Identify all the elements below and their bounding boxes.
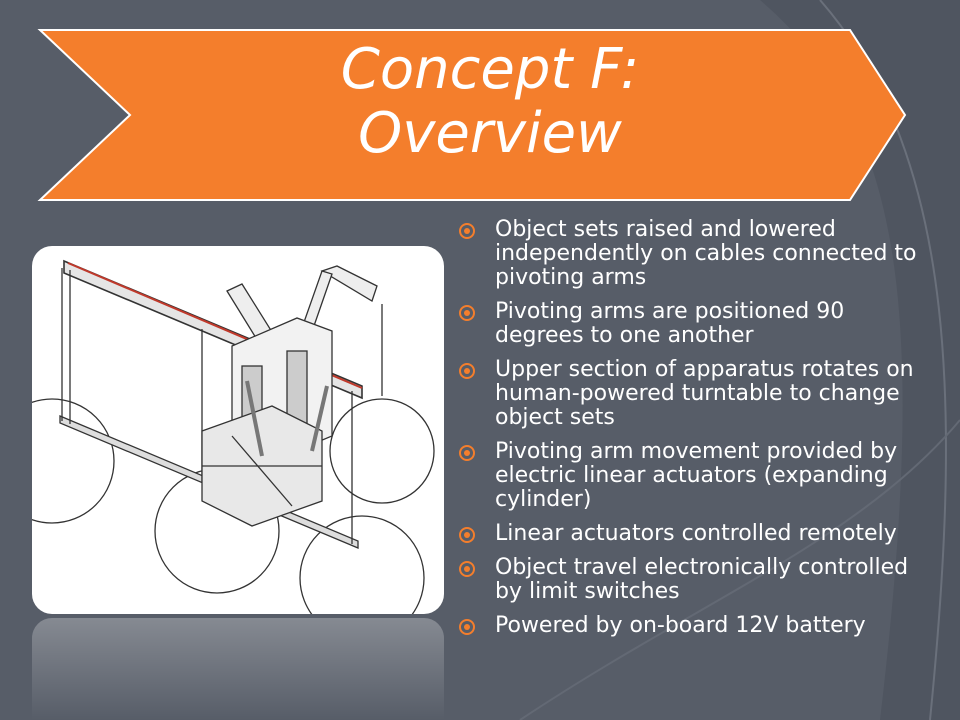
slide-title-line-2: Overview	[358, 101, 622, 166]
bullet-text: Pivoting arm movement provided by electr…	[495, 439, 898, 512]
bullet-item: Pivoting arms are positioned 90 degrees …	[455, 300, 935, 348]
bullet-item: Upper section of apparatus rotates on hu…	[455, 358, 935, 430]
bullet-item: Object sets raised and lowered independe…	[455, 218, 935, 290]
title-banner	[37, 29, 907, 201]
bullet-circle-icon	[459, 223, 475, 239]
bullet-list: Object sets raised and lowered independe…	[455, 218, 935, 648]
bullet-text: Object travel electronically controlled …	[495, 555, 909, 604]
bullet-item: Linear actuators controlled remotely	[455, 522, 935, 546]
bullet-circle-icon	[459, 561, 475, 577]
bullet-circle-icon	[459, 305, 475, 321]
bullet-text: Powered by on-board 12V battery	[495, 613, 866, 638]
bullet-text: Upper section of apparatus rotates on hu…	[495, 357, 914, 430]
bullet-item: Object travel electronically controlled …	[455, 556, 935, 604]
object-sphere-4	[329, 398, 435, 504]
bullet-circle-icon	[459, 619, 475, 635]
object-sphere-1	[32, 398, 115, 524]
bullet-item: Pivoting arm movement provided by electr…	[455, 440, 935, 512]
bullet-text: Pivoting arms are positioned 90 degrees …	[495, 299, 845, 348]
apparatus-figure	[32, 246, 444, 614]
bullet-text: Object sets raised and lowered independe…	[495, 217, 917, 290]
cad-apparatus-icon	[32, 259, 435, 614]
bullet-item: Powered by on-board 12V battery	[455, 614, 935, 638]
bullet-circle-icon	[459, 363, 475, 379]
object-sphere-3	[299, 515, 425, 614]
bullet-circle-icon	[459, 527, 475, 543]
slide-title-line-1: Concept F:	[340, 37, 640, 102]
bullet-text: Linear actuators controlled remotely	[495, 521, 897, 546]
figure-reflection	[32, 618, 444, 720]
bullet-circle-icon	[459, 445, 475, 461]
slide-title: Concept F: Overview	[170, 38, 810, 166]
